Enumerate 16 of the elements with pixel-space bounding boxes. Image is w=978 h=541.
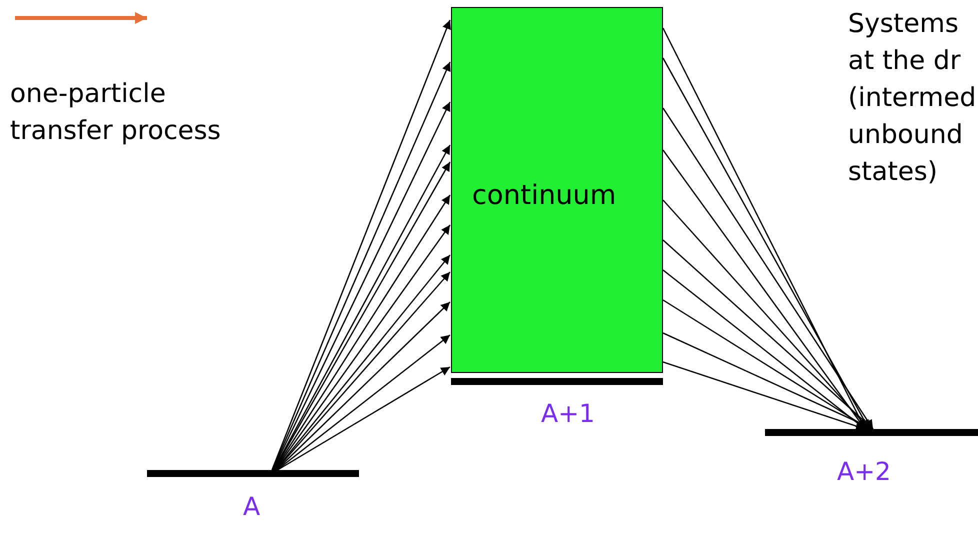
level-label: A: [243, 492, 260, 521]
arrow: [277, 366, 450, 471]
legend-text: one-particle transfer process: [10, 78, 222, 148]
arrow: [662, 361, 866, 430]
arrow: [276, 334, 450, 471]
level-label: A+2: [837, 457, 891, 486]
continuum-label: continuum: [472, 180, 616, 211]
energy-level-bar: [147, 470, 359, 477]
arrow: [276, 302, 450, 470]
continuum-box: [451, 7, 663, 373]
energy-level-bar: [451, 378, 663, 385]
arrow: [662, 240, 874, 430]
energy-level-bar: [765, 429, 978, 436]
level-label: A+1: [541, 399, 595, 428]
note-text: Systems at the dr (intermed unbound states): [848, 8, 976, 189]
arrow: [662, 332, 874, 430]
